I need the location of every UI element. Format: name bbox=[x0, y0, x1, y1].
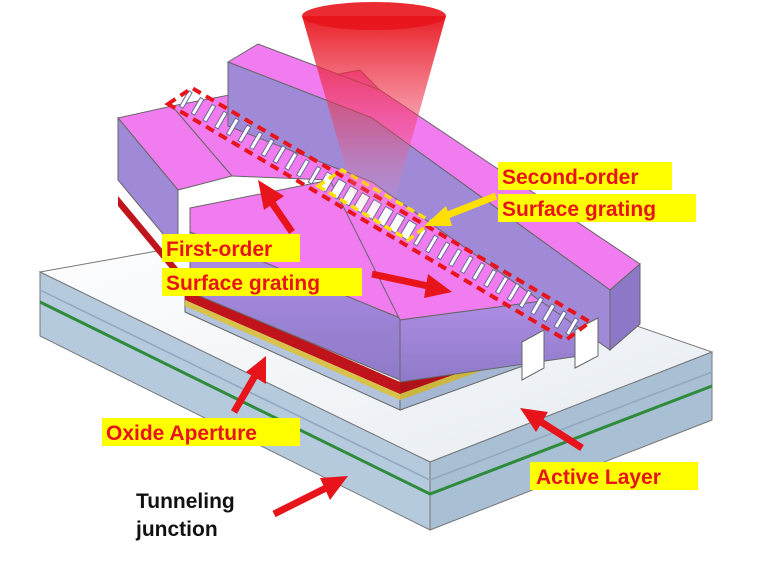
grating-stripe bbox=[424, 234, 439, 254]
back-ridge-end bbox=[609, 262, 641, 352]
grating-stripe bbox=[448, 248, 463, 268]
grating-stripe bbox=[494, 275, 509, 295]
laser-beam-cone bbox=[302, 16, 446, 210]
grating-stripe bbox=[553, 310, 568, 330]
arrow-oxide-aperture-head bbox=[246, 356, 266, 384]
grating-stripe bbox=[284, 151, 299, 171]
grating-stripe bbox=[237, 124, 252, 144]
arrow-tunneling bbox=[272, 484, 328, 518]
grating-stripe bbox=[530, 296, 544, 316]
arrow-active-layer-head bbox=[520, 408, 548, 432]
tunneling-layer-line bbox=[39, 300, 713, 496]
labels: Second-order Surface grating First-order… bbox=[102, 162, 698, 541]
grating-stripe bbox=[518, 289, 533, 309]
label-oxide-aperture: Oxide Aperture bbox=[106, 422, 257, 445]
grating-stripe bbox=[272, 145, 287, 164]
arrow-tunneling-head bbox=[320, 476, 348, 500]
arrow-first-order-up-head bbox=[258, 180, 284, 210]
arrow-first-order-right bbox=[371, 270, 429, 290]
grating-stripe bbox=[225, 117, 240, 137]
label-tunneling-line2: junction bbox=[135, 518, 218, 541]
grating-stripe bbox=[541, 303, 556, 323]
arrow-first-order-up bbox=[267, 198, 295, 234]
label-second-order-line1: Second-order bbox=[502, 166, 639, 189]
arrow-first-order-right-head bbox=[424, 274, 452, 298]
arrow-oxide-aperture bbox=[230, 372, 260, 414]
grating-stripe bbox=[483, 268, 498, 288]
arrows bbox=[230, 180, 584, 518]
grating-stripe bbox=[436, 241, 451, 261]
grating-stripe bbox=[506, 282, 521, 302]
label-second-order-line2: Surface grating bbox=[502, 198, 656, 221]
label-tunneling-line1: Tunneling bbox=[136, 490, 235, 513]
label-first-order-line1: First-order bbox=[166, 238, 272, 261]
label-bg-first-order-1 bbox=[162, 234, 300, 262]
laser-beam-top bbox=[302, 2, 446, 30]
grating-stripe bbox=[249, 131, 264, 151]
grating-stripe bbox=[565, 317, 580, 336]
label-bg-second-order-1 bbox=[498, 162, 672, 190]
grating-stripe bbox=[387, 212, 406, 234]
grating-stripe bbox=[375, 205, 394, 228]
substrate-layer-line bbox=[39, 289, 713, 481]
grating-stripe bbox=[307, 165, 322, 185]
first-order-grating-outline bbox=[164, 85, 594, 343]
label-bg-active-layer bbox=[530, 462, 698, 490]
arrow-second-order-head bbox=[424, 206, 452, 226]
grating-stripe bbox=[260, 138, 275, 158]
grating-stripe bbox=[202, 103, 217, 123]
grating-stripe bbox=[399, 219, 418, 241]
label-bg-second-order-2 bbox=[498, 194, 696, 222]
label-bg-first-order-2 bbox=[162, 268, 362, 296]
laser-beam bbox=[302, 2, 446, 210]
oxide-layer-left bbox=[185, 300, 400, 400]
grating-stripe bbox=[295, 158, 310, 178]
grating-stripe bbox=[190, 96, 205, 116]
grating-stripe bbox=[459, 255, 474, 275]
grating-stripe bbox=[471, 262, 486, 281]
grating-stripe bbox=[413, 227, 427, 247]
arrow-active-layer bbox=[536, 417, 584, 451]
grating-stripe bbox=[178, 90, 193, 109]
arrow-second-order-yellow bbox=[438, 192, 498, 222]
grating-stripe bbox=[214, 110, 228, 130]
label-first-order-line2: Surface grating bbox=[166, 272, 320, 295]
label-active-layer: Active Layer bbox=[536, 466, 661, 489]
slot-1 bbox=[521, 329, 545, 381]
active-layer-left bbox=[185, 288, 400, 394]
label-bg-oxide-aperture bbox=[102, 418, 300, 446]
